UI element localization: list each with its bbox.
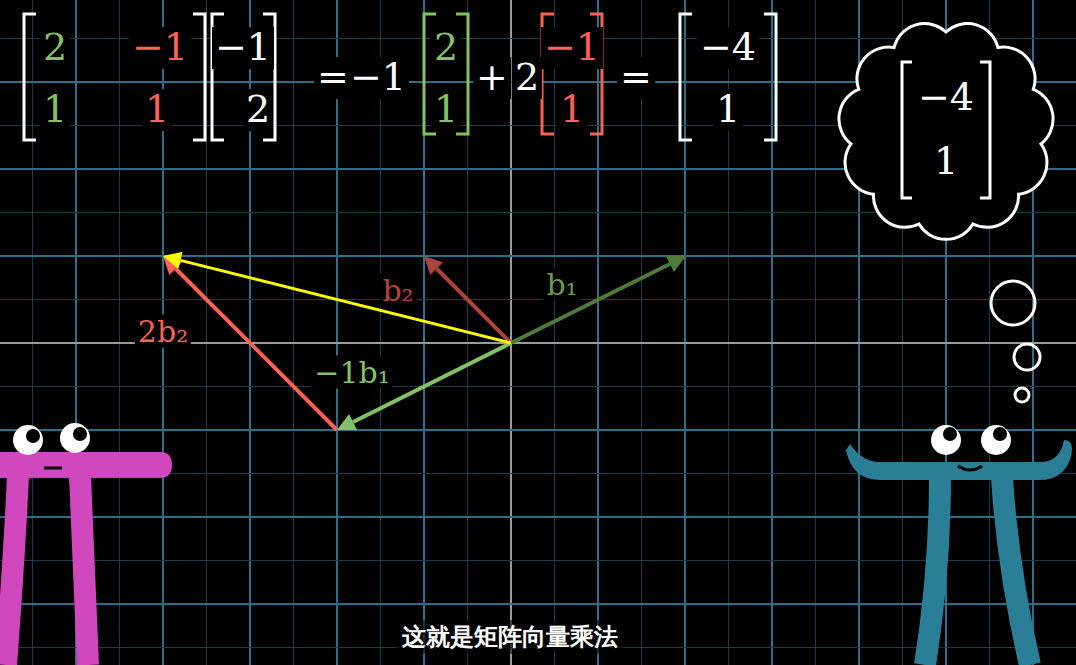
vector-entry: 1 (713, 89, 743, 131)
vector-entry: 1 (557, 89, 587, 131)
grid-line (119, 0, 120, 665)
vector-result (180, 260, 511, 343)
vector-entry: −4 (697, 27, 759, 69)
grid-line (0, 386, 1076, 387)
matrix-entry: 2 (40, 27, 70, 69)
vector-entry: 1 (431, 89, 461, 131)
grid-line (0, 516, 1076, 518)
pi-leg (925, 478, 940, 665)
thought-bubble: −4 1 (820, 0, 1072, 256)
vector-label: b₂ (379, 274, 416, 307)
pupil (26, 429, 40, 443)
coefficient: 2 (512, 57, 542, 99)
bracket (764, 14, 776, 140)
eye (981, 425, 1011, 455)
vector-entry: −1 (212, 27, 274, 69)
pi-leg (1002, 478, 1030, 665)
vector-result-head (163, 252, 183, 269)
vector-label: −1b₁ (311, 356, 392, 389)
pupil (73, 427, 87, 441)
bracket (902, 62, 912, 198)
bracket (24, 14, 36, 140)
vector-b2-head (424, 256, 443, 275)
grid-line (510, 0, 512, 665)
vector-b2 (437, 269, 511, 343)
grid-line (597, 0, 599, 665)
matrix-entry: 1 (142, 89, 172, 131)
cloud-outline (820, 0, 1072, 256)
grid-line (336, 0, 338, 665)
vector-entry: 2 (243, 89, 273, 131)
pi-creature-blue (846, 425, 1072, 665)
grid-line (554, 0, 555, 665)
vector-label: b₁ (543, 268, 580, 301)
vectors (163, 252, 686, 430)
eye (13, 425, 43, 455)
vector-entry: 1 (934, 141, 958, 183)
grid-line (641, 0, 642, 665)
grid-line (0, 255, 1076, 257)
mouth (44, 467, 62, 470)
vector-label: 2b₂ (135, 315, 191, 348)
bracket (680, 14, 692, 140)
thought-dot (1015, 388, 1029, 402)
grid-line (815, 0, 816, 665)
subtitle: 这就是矩阵向量乘法 (396, 620, 624, 654)
grid-line (0, 429, 1076, 431)
grid-line (32, 0, 33, 665)
grid-line (771, 0, 773, 665)
thought-dot (991, 281, 1035, 325)
eye (931, 425, 961, 455)
coefficient: −1 (347, 57, 409, 99)
pupil (943, 427, 957, 441)
eye (60, 423, 90, 453)
pi-bar (0, 452, 172, 478)
thought-dot (1014, 344, 1040, 370)
grid-line (0, 299, 1076, 300)
mouth (958, 466, 982, 470)
thought-dots (991, 281, 1040, 402)
pi-creature-pink (0, 423, 172, 665)
grid-line (0, 603, 1076, 605)
matrix-brackets (24, 14, 776, 140)
grid-line (0, 560, 1076, 561)
grid-line (293, 0, 294, 665)
bracket (980, 62, 990, 198)
equals-sign: = (617, 57, 655, 99)
vector-minus-b1-head (337, 414, 357, 430)
pi-leg (6, 476, 18, 665)
pupil (993, 427, 1007, 441)
vector-b1-head (666, 256, 686, 272)
matrix-entry: 1 (40, 89, 70, 131)
bracket (193, 14, 205, 140)
matrix-entry: −1 (129, 27, 191, 69)
cloud-path (839, 24, 1053, 240)
pi-leg (80, 476, 88, 665)
plus-sign: + (473, 57, 511, 99)
grid-line (380, 0, 381, 665)
grid-line (684, 0, 686, 665)
vector-b1 (511, 264, 670, 343)
vector-entry: 2 (431, 27, 461, 69)
vector-entry: −4 (918, 77, 974, 119)
vector-entry: −1 (541, 27, 603, 69)
